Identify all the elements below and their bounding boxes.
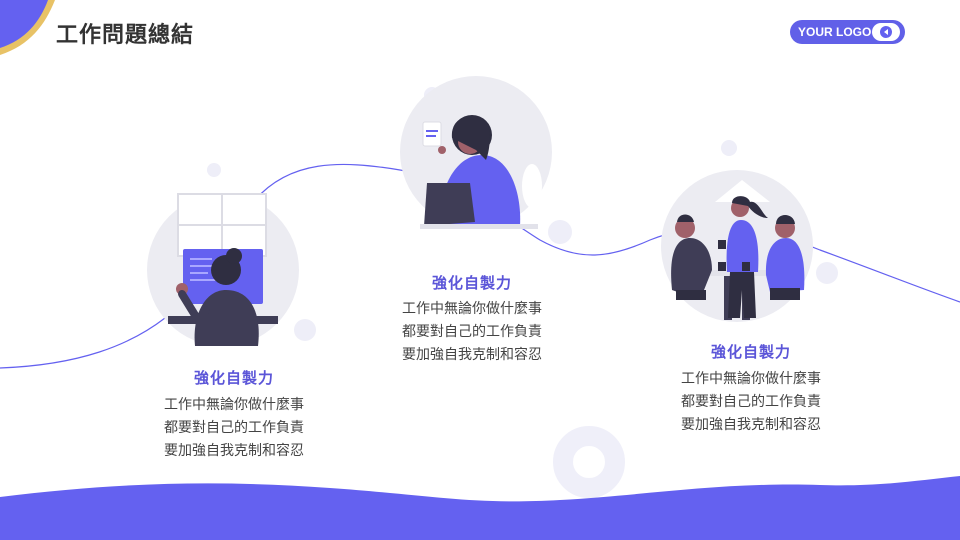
item-2-line-1: 工作中無論你做什麼事 xyxy=(402,301,542,317)
item-3-description: 工作中無論你做什麼事 都要對自己的工作負責 要加強自我克制和容忍 xyxy=(681,368,821,437)
item-3-line-1: 工作中無論你做什麼事 xyxy=(681,371,821,387)
deco-dot xyxy=(816,262,838,284)
deco-dot xyxy=(294,319,316,341)
deco-dot xyxy=(721,140,737,156)
illustration-laptop-woman xyxy=(400,76,552,229)
item-3-line-3: 要加強自我克制和容忍 xyxy=(681,417,821,433)
item-2-description: 工作中無論你做什麼事 都要對自己的工作負責 要加強自我克制和容忍 xyxy=(402,298,542,367)
corner-purple-shape xyxy=(0,0,48,48)
item-3-line-2: 都要對自己的工作負責 xyxy=(681,394,821,410)
item-3-title: 強化自製力 xyxy=(710,343,791,361)
deco-dot xyxy=(207,163,221,177)
item-2-line-3: 要加強自我克制和容忍 xyxy=(402,347,542,363)
item-2-line-2: 都要對自己的工作負責 xyxy=(402,324,542,340)
illustration-programmer xyxy=(147,193,299,346)
item-1-line-1: 工作中無論你做什麼事 xyxy=(164,397,304,413)
page-title: 工作問題總結 xyxy=(56,23,195,48)
item-1-description: 工作中無論你做什麼事 都要對自己的工作負責 要加強自我克制和容忍 xyxy=(164,394,304,463)
item-1-title: 強化自製力 xyxy=(193,369,274,387)
deco-ring xyxy=(553,426,625,498)
item-1-line-3: 要加強自我克制和容忍 xyxy=(164,443,304,459)
logo-play-icon xyxy=(872,23,900,41)
item-2-title: 強化自製力 xyxy=(431,274,512,292)
logo-badge: YOUR LOGO xyxy=(790,20,905,44)
bottom-wave xyxy=(0,476,960,540)
deco-dot xyxy=(548,220,572,244)
item-1-line-2: 都要對自己的工作負責 xyxy=(164,420,304,436)
logo-text: YOUR LOGO xyxy=(798,25,872,39)
illustration-meeting xyxy=(661,170,813,322)
